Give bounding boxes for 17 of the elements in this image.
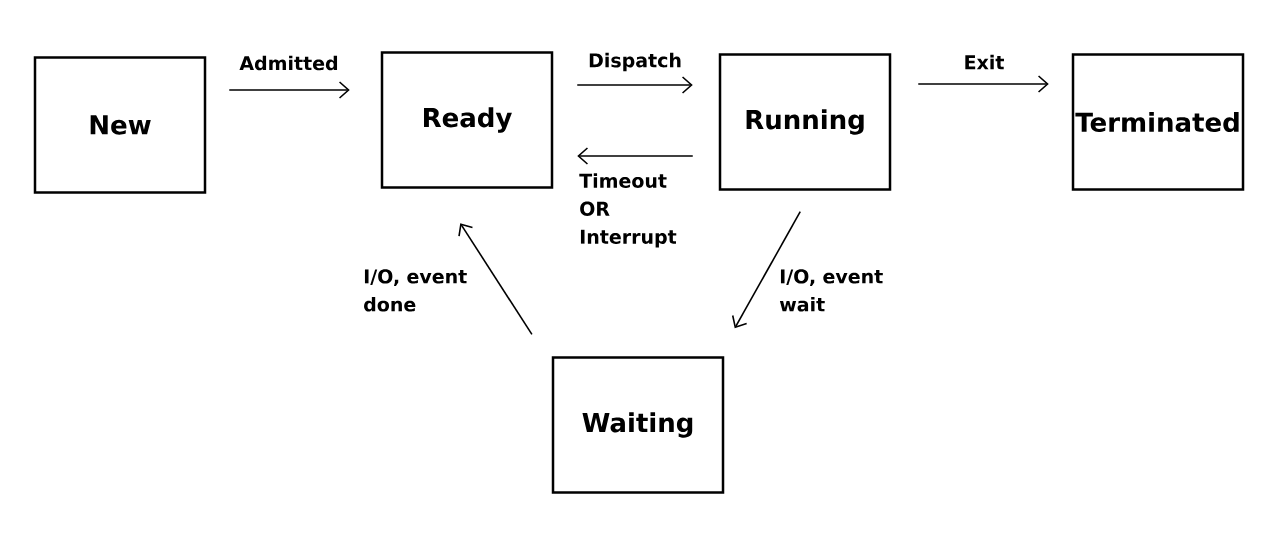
state-box: Waiting <box>551 356 725 494</box>
state-box: Ready <box>380 51 554 189</box>
edge-label: I/O, event done <box>364 269 467 312</box>
arrow <box>228 81 350 99</box>
state-box: Running <box>718 53 892 191</box>
edge-label: Dispatch <box>589 52 681 72</box>
state-box: Terminated <box>1071 53 1245 191</box>
arrow <box>576 76 693 94</box>
arrow <box>577 147 694 165</box>
arrow <box>458 223 533 336</box>
state-box: New <box>33 56 207 194</box>
edge-label: I/O, event wait <box>779 269 883 312</box>
edge-label: Exit <box>965 54 1004 70</box>
arrow <box>731 210 802 329</box>
arrow <box>917 75 1049 93</box>
edge-label: Admitted <box>239 55 338 71</box>
edge-label: Timeout OR Interrupt <box>579 173 677 248</box>
